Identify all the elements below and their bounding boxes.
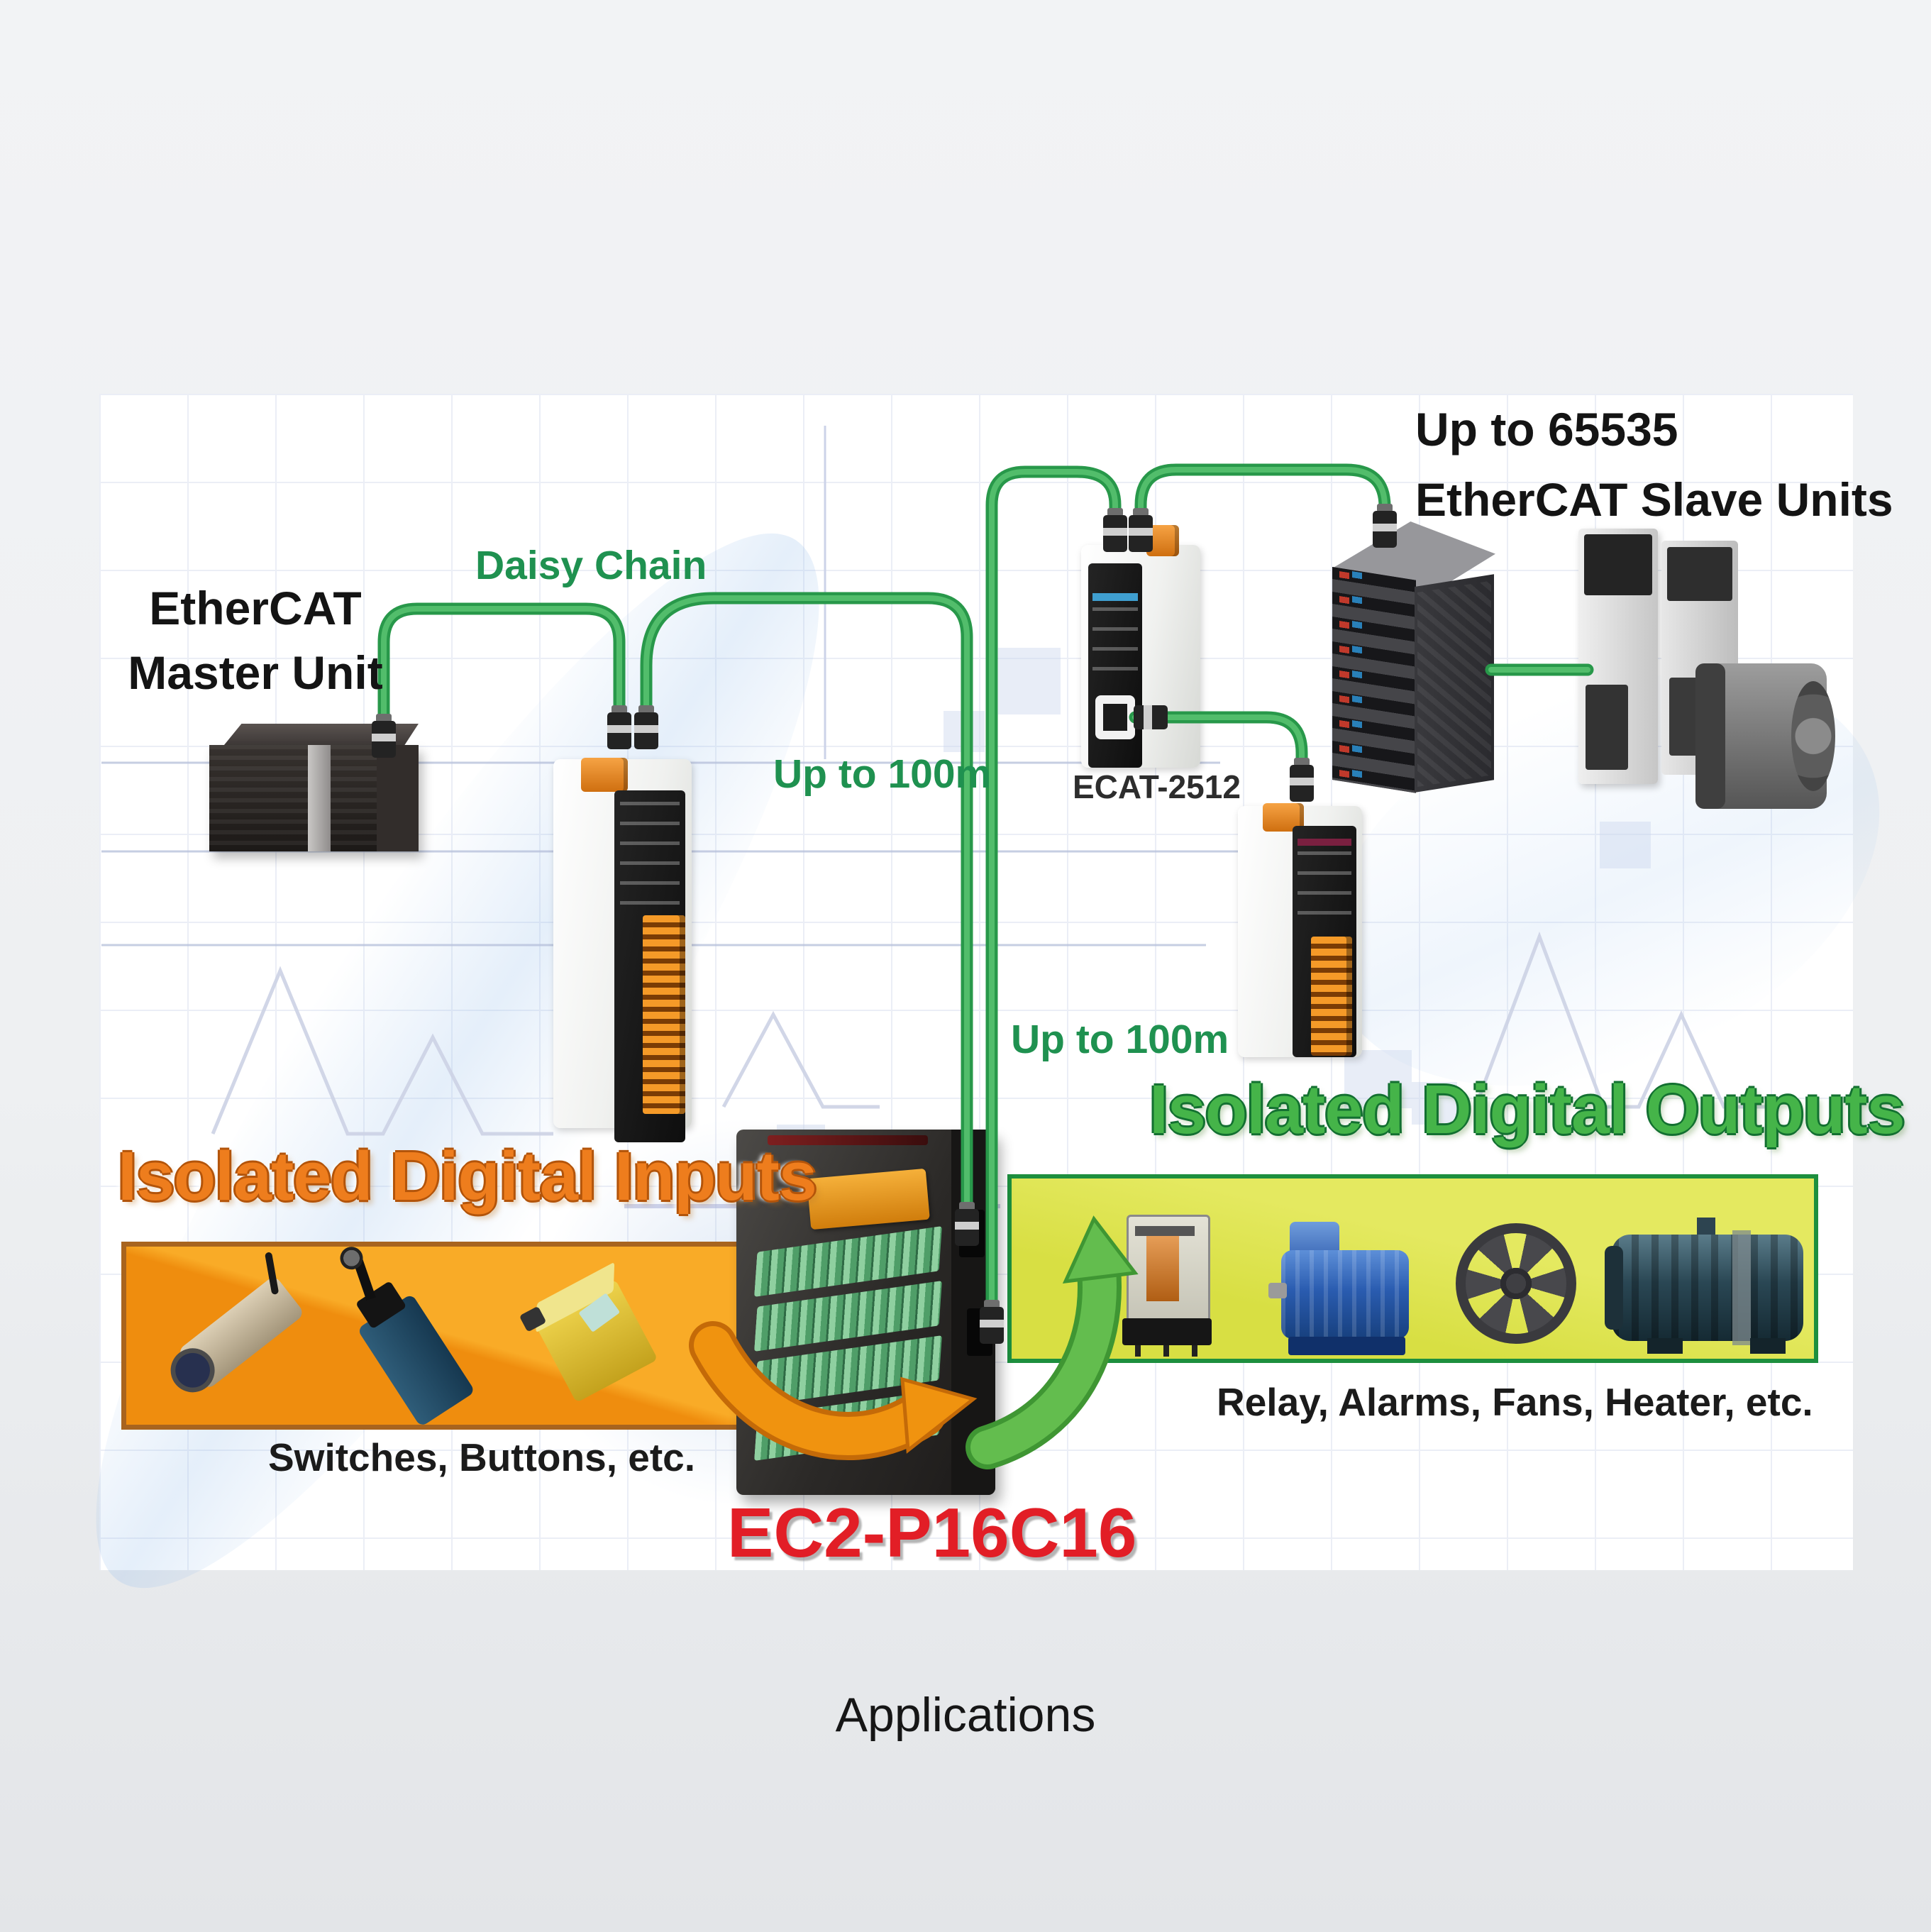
cable-master-to-module [377,602,626,744]
heater-motor-icon [1605,1218,1810,1359]
mosaic-square [1344,1050,1412,1108]
inputs-caption: Switches, Buttons, etc. [268,1435,696,1479]
orange-input-arrow-icon [689,1321,978,1460]
ethercat-cables [377,463,1594,1327]
pulse-waveform-icon [211,931,1774,1136]
cable-module-to-ec2 [640,592,973,1231]
cable-ec2-to-ecat2512 [985,465,1122,1327]
daisy-chain-label: Daisy Chain [475,543,707,588]
io-slave-module-illustration [1238,789,1362,1057]
up-to-100m-top-label: Up to 100m [773,751,992,797]
cable-ecat2512-to-module2 [1129,711,1308,787]
servo-drive-and-motor-illustration [1578,521,1835,816]
ecat-2512-module-illustration [1081,525,1200,768]
master-unit-label: EtherCAT Master Unit [99,576,411,705]
page-caption: Applications [835,1688,1096,1742]
up-to-100m-bottom-label: Up to 100m [1011,1017,1229,1062]
mosaic-square [1412,1082,1457,1125]
induction-motor-icon [1268,1222,1417,1360]
green-output-arrow-icon [966,1215,1139,1469]
ecat-2512-label: ECAT-2512 [1073,768,1241,805]
server-rack-illustration [1332,521,1495,802]
slave-units-label: Up to 65535 EtherCAT Slave Units [1415,394,1893,535]
relay-icon [1122,1215,1216,1357]
rj45-plugs [372,504,1397,1344]
master-plc-illustration [209,724,419,862]
isolated-digital-inputs-headline: Isolated Digital Inputs [118,1137,817,1215]
isolated-digital-outputs-headline: Isolated Digital Outputs [1149,1071,1905,1148]
io-slave-module-illustration [553,739,692,1142]
cable-ecat2512-to-server [1134,463,1391,537]
master-unit-label-line2: Master Unit [128,646,383,700]
ec2-p16c16-name: EC2-P16C16 [727,1494,1137,1572]
master-unit-label-line1: EtherCAT [149,582,362,634]
slave-units-label-line1: Up to 65535 [1415,403,1678,456]
mosaic-square [1600,822,1651,868]
outputs-caption: Relay, Alarms, Fans, Heater, etc. [1217,1380,1813,1424]
slave-units-label-line2: EtherCAT Slave Units [1415,473,1893,526]
mosaic-square [998,648,1061,714]
